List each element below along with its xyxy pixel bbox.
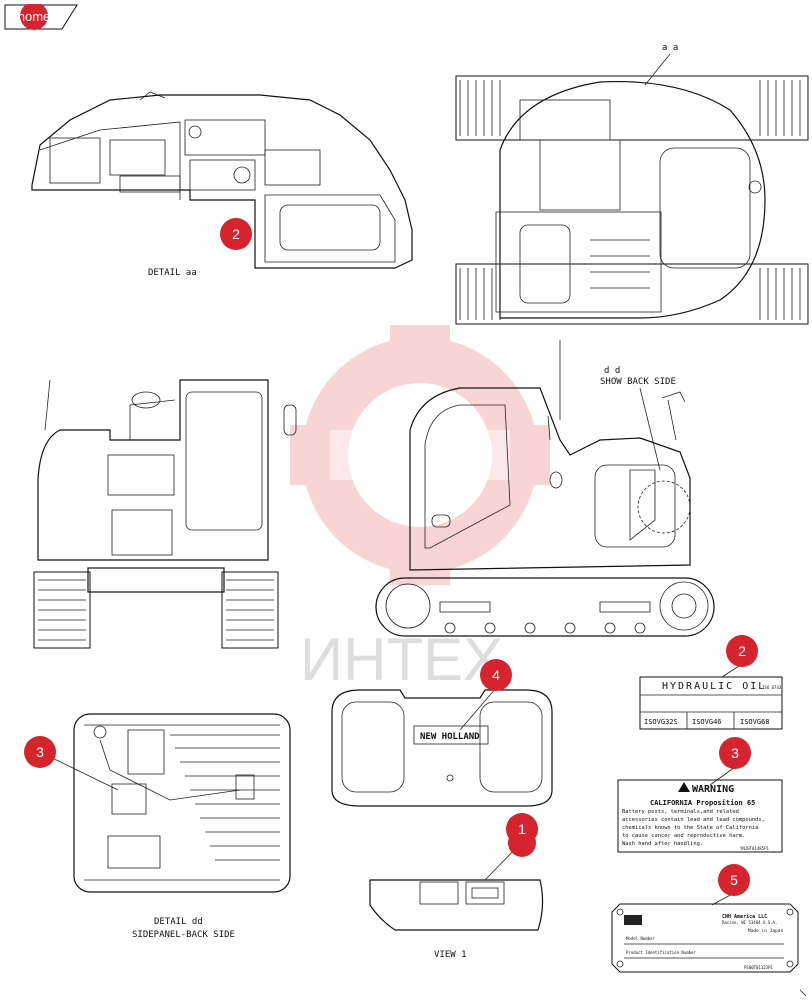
watermark-logo — [290, 325, 550, 585]
hydraulic-oil-code: ISO 6743 — [762, 685, 782, 690]
nameplate-model-label: Model Number — [626, 936, 655, 941]
warning-line-1: CALIFORNIA Proposition 65 — [650, 799, 755, 807]
detail-dd-label: DETAIL dd — [154, 917, 203, 927]
hydraulic-oil-title: HYDRAULIC OIL — [662, 681, 766, 692]
callout-3-warning[interactable]: 3 — [719, 737, 751, 769]
nh-leaf-icon — [624, 915, 642, 925]
warning-line-5: to cause cancer and reproductive harm. — [622, 833, 745, 839]
side-view-drawing — [375, 340, 715, 637]
new-holland-logo: NEW HOLLAND — [420, 732, 480, 742]
warning-triangle-icon — [678, 782, 690, 792]
callout-1-view1[interactable]: 1 — [506, 813, 538, 857]
nameplate-city: Racine, WI 53404 U.S.A. — [722, 920, 777, 925]
callout-3-detail-dd[interactable]: 3 — [24, 736, 56, 768]
warning-decal — [617, 779, 783, 853]
counterweight-drawing — [331, 689, 553, 807]
home-button[interactable]: home — [4, 4, 78, 30]
warning-line-6: Wash hand after handling. — [622, 841, 703, 847]
detail-aa-drawing — [31, 91, 413, 269]
dd-marker-line — [639, 387, 661, 471]
nameplate-part-number: PS00T01123P1 — [744, 965, 773, 970]
callout-5-nameplate[interactable]: 5 — [718, 864, 750, 896]
home-label: home — [18, 9, 51, 24]
top-view-drawing — [455, 75, 809, 325]
detail-aa-label: DETAIL aa — [148, 268, 197, 278]
corner-mark — [799, 989, 807, 997]
aa-marker-label: a a — [662, 43, 678, 53]
svg-text:2: 2 — [232, 226, 240, 242]
view1-label: VIEW 1 — [434, 950, 467, 960]
svg-text:3: 3 — [36, 744, 44, 760]
nameplate-made-in: Made in Japan — [748, 928, 784, 934]
detail-dd-drawing — [73, 713, 291, 893]
nameplate-serial-label: Product Identification Number — [626, 950, 696, 955]
svg-text:3: 3 — [731, 745, 739, 761]
svg-text:1: 1 — [518, 821, 526, 837]
view1-drawing — [369, 879, 544, 931]
svg-text:2: 2 — [738, 643, 746, 659]
hydraulic-oil-grade-2: ISOVG46 — [692, 718, 722, 726]
rear-view-drawing — [33, 379, 297, 649]
warning-header: WARNING — [692, 784, 734, 795]
nameplate-company: CNH America LLC — [722, 914, 767, 920]
warning-line-2: Battery posts, terminals,and related — [622, 809, 739, 815]
warning-line-4: chemicals known to the State of Californ… — [622, 825, 758, 831]
warning-part-number: YN20T01485P1 — [740, 846, 769, 851]
svg-text:4: 4 — [492, 667, 500, 683]
callout-2-top-left[interactable]: 2 — [220, 218, 252, 250]
warning-line-3: accessories contain lead and lead compou… — [622, 817, 765, 823]
svg-text:5: 5 — [730, 872, 738, 888]
watermark-text: ИНТЕХ — [300, 626, 503, 693]
show-back-side-label: SHOW BACK SIDE — [600, 377, 676, 387]
dd-marker-label: d d — [604, 366, 620, 376]
nameplate-decal — [611, 903, 799, 973]
callout-4-new-holland[interactable]: 4 — [480, 659, 512, 691]
aa-marker-line — [644, 53, 671, 86]
callout-2-hydraulic-oil[interactable]: 2 — [726, 635, 758, 667]
hydraulic-oil-decal — [639, 676, 783, 730]
hydraulic-oil-grade-1: ISOVG32S — [644, 718, 678, 726]
hydraulic-oil-grade-3: ISOVG68 — [740, 718, 770, 726]
sidepanel-back-side-label: SIDEPANEL-BACK SIDE — [132, 930, 235, 940]
